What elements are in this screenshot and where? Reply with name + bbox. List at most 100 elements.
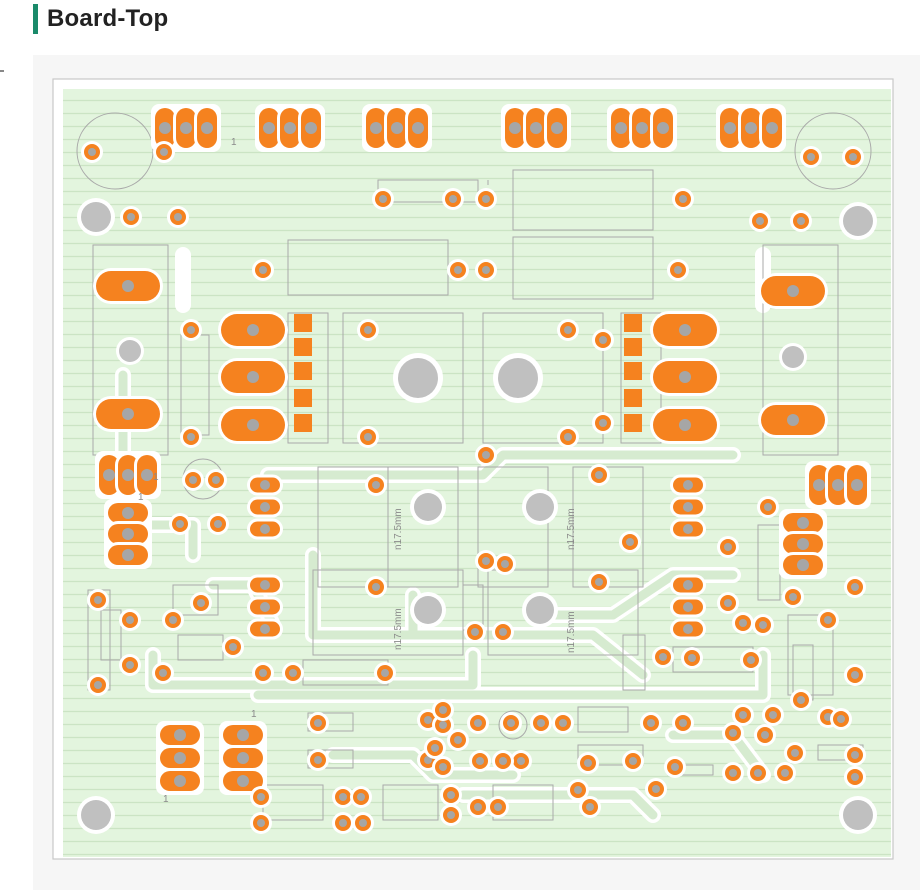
via-pad <box>510 750 532 772</box>
header-j8-pin <box>780 531 826 557</box>
smd-pad <box>624 314 642 332</box>
transistor-q1-pin <box>247 496 283 518</box>
header-j5-pin <box>608 105 634 151</box>
heatsink-label-2: n17.5mm <box>566 508 577 550</box>
power-pad <box>650 311 720 349</box>
via-pad <box>790 210 812 232</box>
heatsink-label-4: n17.5mm <box>566 611 577 653</box>
smd-pad <box>294 389 312 407</box>
via-pad <box>365 576 387 598</box>
via-pad <box>492 621 514 643</box>
power-pad <box>93 268 163 304</box>
via-pad <box>87 674 109 696</box>
header-j12-pin <box>844 462 870 508</box>
via-pad <box>467 712 489 734</box>
mounting-hole-top-left <box>81 202 111 232</box>
heatsink-label-3: n17.5mm <box>393 608 404 650</box>
via-pad <box>432 699 454 721</box>
header-j6-pin <box>759 105 785 151</box>
smd-pad <box>624 362 642 380</box>
pin1-marker-e: 1 <box>163 794 169 805</box>
silkscreen-text: n17.5mm n17.5mm n17.5mm n17.5mm 1 1 1 1 … <box>138 137 577 805</box>
via-pad <box>250 812 272 834</box>
via-pad <box>722 722 744 744</box>
header-j5-pin <box>650 105 676 151</box>
via-pad <box>87 589 109 611</box>
via-pad <box>754 724 776 746</box>
via-pad <box>762 704 784 726</box>
header-j9-pin <box>157 768 203 794</box>
header-j2-pin <box>277 105 303 151</box>
header-j7-pin <box>105 542 151 568</box>
transistor-q4-pin <box>670 596 706 618</box>
via-pad <box>740 649 762 671</box>
via-pad <box>844 576 866 598</box>
via-pad <box>664 756 686 778</box>
via-pad <box>180 426 202 448</box>
via-pad <box>579 796 601 818</box>
via-pad <box>447 259 469 281</box>
via-pad <box>182 469 204 491</box>
mounting-hole-bottom-right <box>843 800 873 830</box>
transistor-q4-pin <box>670 618 706 640</box>
via-pad <box>557 319 579 341</box>
smd-pad <box>294 362 312 380</box>
via-pad <box>588 464 610 486</box>
power-pad <box>758 402 828 438</box>
via-pad <box>752 614 774 636</box>
via-pad <box>467 796 489 818</box>
page-title-bar: Board-Top <box>33 4 168 34</box>
via-pad <box>119 654 141 676</box>
via-pad <box>252 259 274 281</box>
transistor-q4-pin <box>670 574 706 596</box>
transistor-q3-pin <box>670 496 706 518</box>
header-j11-pin <box>134 452 160 498</box>
via-pad <box>530 712 552 734</box>
via-pad <box>372 188 394 210</box>
power-pad <box>218 311 288 349</box>
via-pad <box>424 737 446 759</box>
via-pad <box>640 712 662 734</box>
power-pad <box>218 406 288 444</box>
via-pad <box>357 319 379 341</box>
header-j8-pin <box>780 510 826 536</box>
via-pad <box>652 646 674 668</box>
via-pad <box>577 752 599 774</box>
via-pad <box>352 812 374 834</box>
via-pad <box>464 621 486 643</box>
pin1-marker-b: 1 <box>138 492 144 503</box>
title-accent-bar <box>33 4 38 34</box>
via-pad <box>152 662 174 684</box>
header-j10-pin <box>220 722 266 748</box>
pin1-marker-a: 1 <box>231 137 237 148</box>
via-pad <box>365 474 387 496</box>
via-pad <box>207 513 229 535</box>
via-pad <box>800 146 822 168</box>
via-pad <box>332 812 354 834</box>
via-pad <box>784 742 806 764</box>
heatsink-label-1: n17.5mm <box>393 508 404 550</box>
header-j10-pin <box>220 745 266 771</box>
power-pad <box>93 396 163 432</box>
via-pad <box>757 496 779 518</box>
pad-layer <box>81 104 871 834</box>
header-j3-pin <box>384 105 410 151</box>
header-j9-pin <box>157 722 203 748</box>
via-pad <box>747 762 769 784</box>
header-j9-pin <box>157 745 203 771</box>
header-j8-pin <box>780 552 826 578</box>
mounting-hole-top-right <box>843 206 873 236</box>
via-pad <box>749 210 771 232</box>
header-j3-pin <box>405 105 431 151</box>
via-pad <box>440 804 462 826</box>
via-pad <box>162 609 184 631</box>
pin1-marker-c: 1 <box>153 472 159 483</box>
via-pad <box>432 756 454 778</box>
transistor-q2-pin <box>247 596 283 618</box>
via-pad <box>475 550 497 572</box>
via-pad <box>588 571 610 593</box>
mounting-holes <box>77 198 877 834</box>
via-pad <box>672 188 694 210</box>
header-j2-pin <box>256 105 282 151</box>
via-pad <box>447 729 469 751</box>
